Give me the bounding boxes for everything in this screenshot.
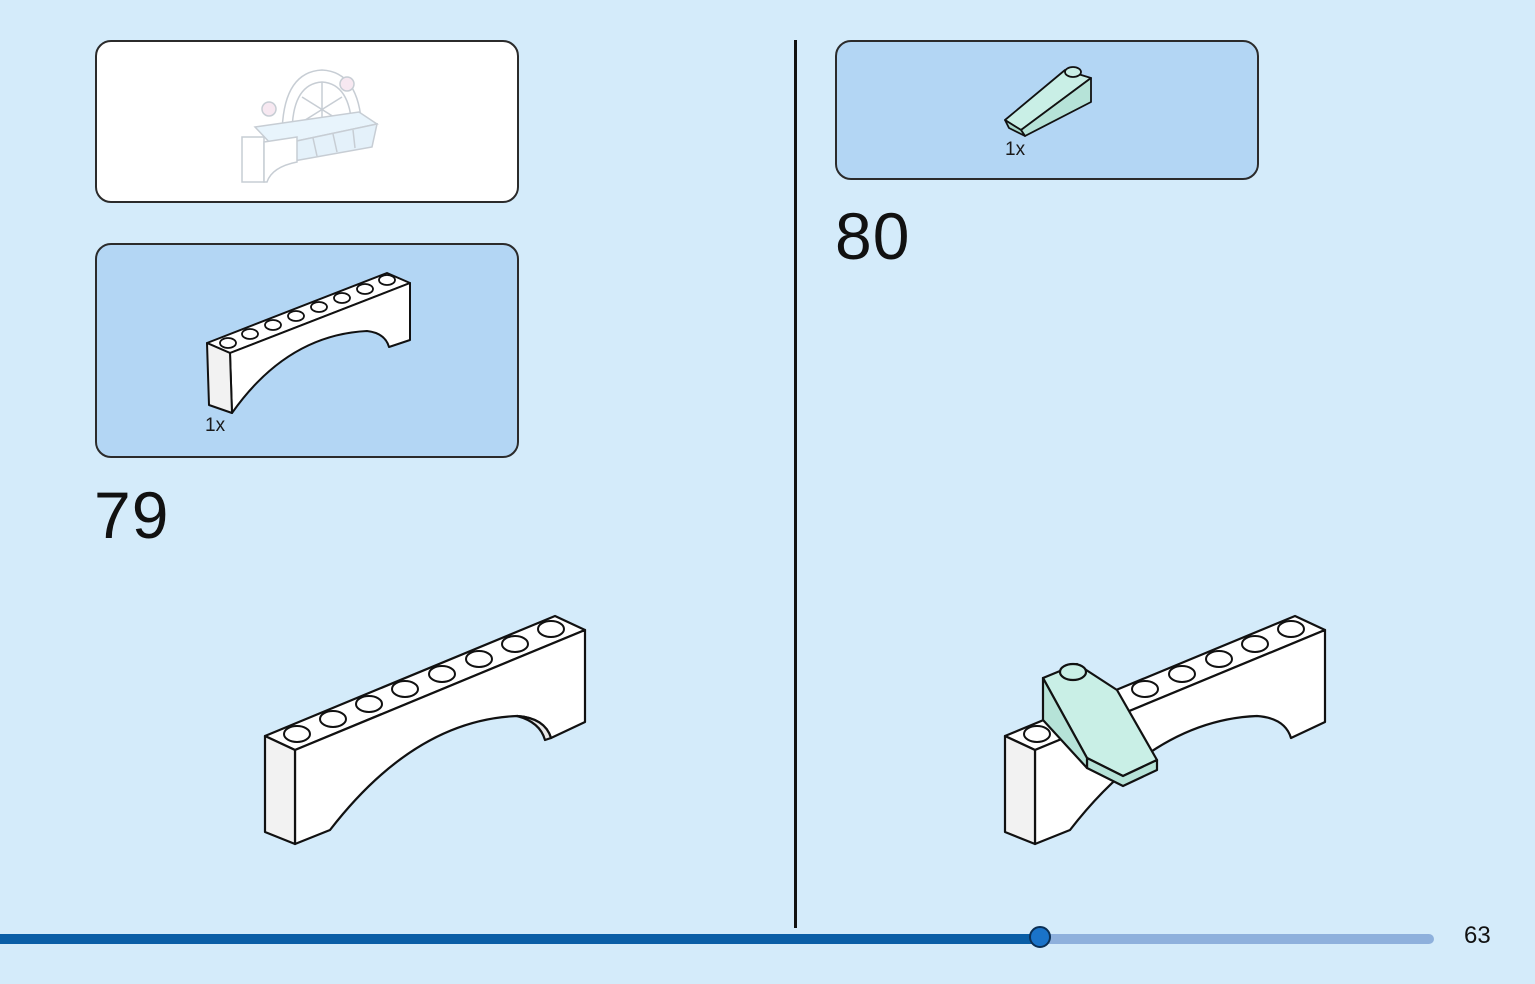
arch-brick-assembly [263,614,587,846]
arch-brick-icon [206,272,411,414]
slope-on-arch-assembly [1003,614,1327,846]
preview-panel [95,40,519,203]
progress-knob[interactable] [1029,926,1051,948]
part-quantity: 1x [205,415,226,436]
step-number-80: 80 [835,199,911,273]
step-number-79: 79 [94,478,170,552]
assembly-preview-icon [241,69,379,183]
slope-brick-icon [1004,66,1092,137]
page-divider [794,40,797,928]
parts-panel-step-79: 1x [95,243,519,458]
page-number: 63 [1464,922,1491,949]
part-quantity: 1x [1005,139,1026,160]
parts-panel-step-80: 1x [835,40,1259,180]
progress-fill [0,934,1040,944]
